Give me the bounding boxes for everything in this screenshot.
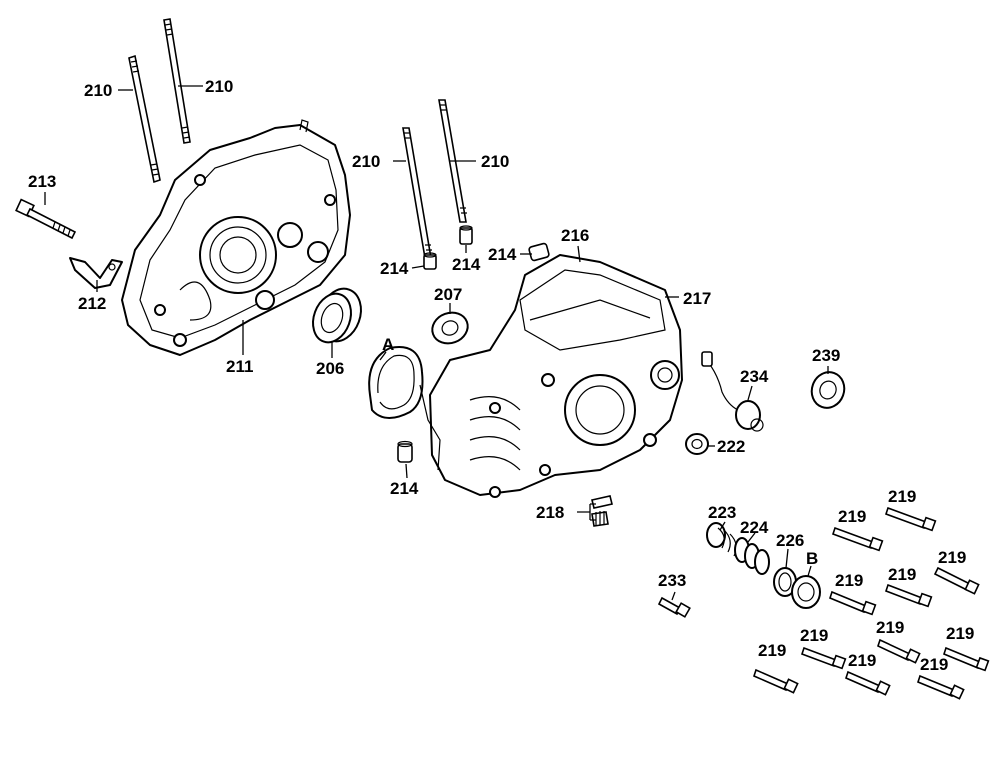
- stud-bolt-210-left-b[interactable]: [163, 18, 191, 144]
- bolt-219-3[interactable]: [933, 566, 980, 595]
- drain-bolt-218[interactable]: [591, 495, 613, 527]
- label-222: 222: [717, 437, 745, 456]
- label-214: 214: [488, 245, 517, 264]
- dowel-pin-214-c[interactable]: [528, 242, 550, 262]
- label-219: 219: [920, 655, 948, 674]
- bolt-219-9[interactable]: [753, 668, 799, 694]
- label-210: 210: [205, 77, 233, 96]
- bolt-213[interactable]: [15, 198, 77, 240]
- label-219: 219: [946, 624, 974, 643]
- label-212: 212: [78, 294, 106, 313]
- sensor-234[interactable]: [701, 351, 764, 432]
- label-226: 226: [776, 531, 804, 550]
- label-219: 219: [876, 618, 904, 637]
- label-214: 214: [452, 255, 481, 274]
- label-206: 206: [316, 359, 344, 378]
- stud-bolt-210-right-a[interactable]: [402, 127, 432, 259]
- label-224: 224: [740, 518, 769, 537]
- label-219: 219: [758, 641, 786, 660]
- bolt-219-11[interactable]: [917, 674, 965, 700]
- leader-lines: [44, 85, 829, 601]
- bolt-233[interactable]: [657, 596, 691, 618]
- bolt-219-4[interactable]: [884, 583, 933, 608]
- bracket-212[interactable]: [69, 257, 123, 289]
- label-a: A: [382, 335, 394, 354]
- gasket-a[interactable]: [368, 346, 424, 419]
- bearing-206[interactable]: [307, 283, 368, 348]
- left-crankcase-211[interactable]: [121, 119, 351, 356]
- label-211: 211: [226, 357, 253, 376]
- bolt-219-5[interactable]: [829, 590, 877, 616]
- bolt-219-10[interactable]: [845, 670, 891, 696]
- label-219: 219: [838, 507, 866, 526]
- label-210: 210: [352, 152, 380, 171]
- right-crankcase[interactable]: [419, 254, 683, 498]
- label-219: 219: [938, 548, 966, 567]
- label-233: 233: [658, 571, 686, 590]
- label-223: 223: [708, 503, 736, 522]
- dowel-pin-214-d[interactable]: [397, 440, 413, 463]
- stud-bolt-210-left-a[interactable]: [128, 54, 161, 184]
- label-219: 219: [888, 565, 916, 584]
- label-218: 218: [536, 503, 564, 522]
- bolt-219-7[interactable]: [800, 646, 847, 670]
- bearing-239[interactable]: [807, 368, 849, 413]
- label-219: 219: [848, 651, 876, 670]
- label-214: 214: [390, 479, 419, 498]
- label-219: 219: [888, 487, 916, 506]
- seal-222[interactable]: [685, 433, 709, 455]
- bolt-219-1[interactable]: [884, 506, 937, 532]
- screen-224[interactable]: [734, 537, 770, 575]
- label-217: 217: [683, 289, 711, 308]
- label-216: 216: [561, 226, 589, 245]
- label-219: 219: [800, 626, 828, 645]
- bearing-207[interactable]: [428, 308, 472, 349]
- dowel-pin-214-a[interactable]: [423, 252, 437, 270]
- cap-b[interactable]: [791, 575, 821, 609]
- label-b: B: [806, 549, 818, 568]
- label-213: 213: [28, 172, 56, 191]
- bolt-219-8[interactable]: [943, 646, 990, 672]
- label-214: 214: [380, 259, 409, 278]
- label-210: 210: [481, 152, 509, 171]
- label-207: 207: [434, 285, 462, 304]
- bolt-219-2[interactable]: [831, 526, 884, 552]
- label-234: 234: [740, 367, 769, 386]
- label-239: 239: [812, 346, 840, 365]
- dowel-pin-214-b[interactable]: [459, 225, 473, 245]
- label-219: 219: [835, 571, 863, 590]
- label-210: 210: [84, 81, 112, 100]
- bolt-219-6[interactable]: [877, 638, 921, 664]
- part-labels: 210 210 210 210 213 212 211 206 A 214 21…: [28, 77, 974, 674]
